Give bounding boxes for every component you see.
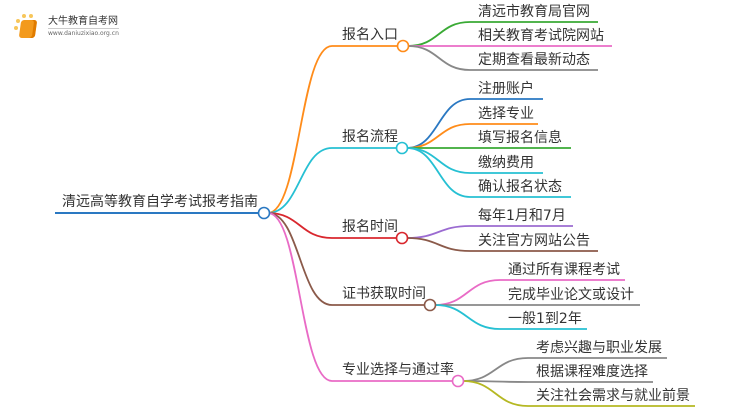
- leaf-connector: [407, 45, 471, 71]
- branch-connector: [267, 212, 333, 306]
- branch-connector: [267, 212, 333, 382]
- leaf-connector: [406, 147, 471, 174]
- leaf-label: 关注社会需求与就业前景: [536, 387, 690, 404]
- branch-label: 报名入口: [342, 27, 398, 43]
- branch-connector: [267, 147, 333, 214]
- collapse-toggle-icon[interactable]: [396, 39, 410, 53]
- leaf-connector: [406, 147, 471, 198]
- logo-title: 大牛教育自考网: [48, 16, 118, 27]
- leaf-label: 选择专业: [478, 106, 534, 122]
- leaf-label: 缴纳费用: [478, 155, 534, 171]
- branch-label: 证书获取时间: [342, 286, 426, 302]
- leaf-connector: [406, 225, 471, 239]
- leaf-label: 填写报名信息: [478, 129, 562, 146]
- branch-label: 报名流程: [342, 129, 398, 145]
- leaf-connector: [434, 279, 501, 306]
- leaf-connector: [434, 304, 501, 330]
- leaf-label: 清远市教育局官网: [478, 3, 590, 20]
- leaf-label: 关注官方网站公告: [478, 233, 590, 249]
- leaf-connector: [407, 21, 471, 47]
- leaf-label: 定期查看最新动态: [478, 52, 590, 68]
- leaf-label: 完成毕业论文或设计: [508, 287, 634, 303]
- collapse-toggle-icon[interactable]: [423, 298, 437, 312]
- leaf-connector: [462, 380, 529, 407]
- root-label: 清远高等教育自学考试报考指南: [62, 193, 258, 210]
- leaf-connector: [462, 357, 529, 382]
- leaf-label: 相关教育考试院网站: [478, 28, 604, 44]
- leaf-connector: [406, 98, 471, 149]
- branch-label: 报名时间: [342, 219, 398, 235]
- book-logo-icon: [14, 14, 40, 40]
- leaf-connector: [406, 123, 471, 149]
- collapse-toggle-icon[interactable]: [257, 206, 271, 220]
- logo: 大牛教育自考网 www.daniuzixiao.org.cn: [14, 14, 119, 40]
- leaf-label: 一般1到2年: [508, 311, 582, 327]
- leaf-label: 考虑兴趣与职业发展: [536, 340, 662, 356]
- branch-connector: [267, 45, 333, 214]
- leaf-label: 注册账户: [478, 80, 534, 97]
- collapse-toggle-icon[interactable]: [451, 374, 465, 388]
- leaf-label: 根据课程难度选择: [536, 364, 648, 380]
- leaf-label: 确认报名状态: [478, 179, 562, 195]
- collapse-toggle-icon[interactable]: [395, 231, 409, 245]
- logo-url: www.daniuzixiao.org.cn: [48, 28, 119, 37]
- branch-connector: [267, 212, 333, 239]
- branch-label: 专业选择与通过率: [342, 361, 454, 378]
- collapse-toggle-icon[interactable]: [395, 141, 409, 155]
- leaf-connector: [406, 237, 471, 252]
- leaf-label: 通过所有课程考试: [508, 262, 620, 278]
- leaf-label: 每年1月和7月: [478, 208, 566, 224]
